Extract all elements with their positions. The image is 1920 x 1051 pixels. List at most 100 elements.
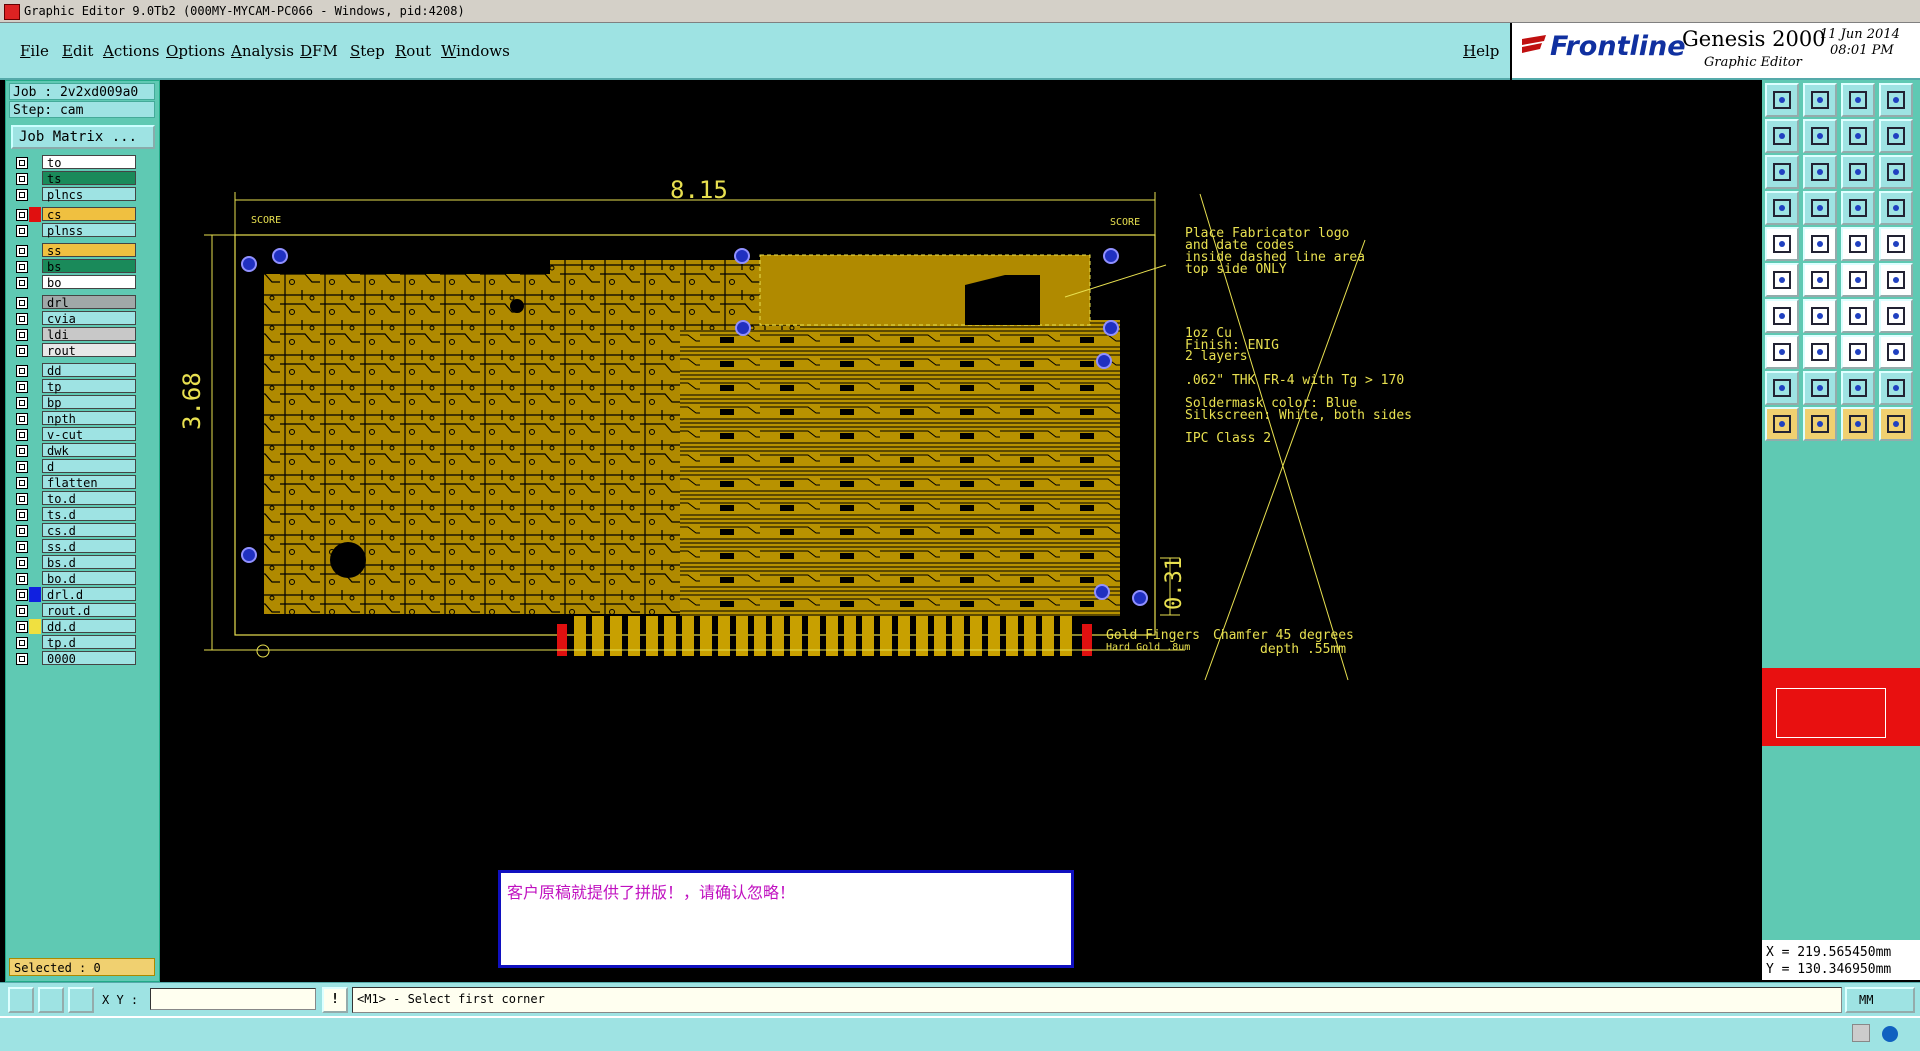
layer-checkbox[interactable] xyxy=(16,245,28,257)
layer-name[interactable]: 0000 xyxy=(42,651,136,666)
polygon-icon[interactable] xyxy=(1765,371,1799,405)
layer-checkbox[interactable] xyxy=(16,397,28,409)
rotate-icon[interactable] xyxy=(1841,407,1875,441)
layer-checkbox[interactable] xyxy=(16,381,28,393)
layer-checkbox[interactable] xyxy=(16,589,28,601)
job-matrix-button[interactable]: Job Matrix ... xyxy=(11,125,155,149)
window-icon[interactable] xyxy=(1879,83,1913,117)
layer-checkbox[interactable] xyxy=(16,157,28,169)
delete-icon[interactable] xyxy=(1803,263,1837,297)
layer-row-to[interactable]: to xyxy=(12,155,136,171)
layer-name[interactable]: flatten xyxy=(42,475,136,490)
layer-row-plncs[interactable]: plncs xyxy=(12,187,136,203)
point-icon[interactable] xyxy=(1765,335,1799,369)
grid-icon[interactable] xyxy=(68,987,94,1013)
layer-name[interactable]: bo.d xyxy=(42,571,136,586)
grid-icon[interactable] xyxy=(1803,191,1837,225)
menu-edit[interactable]: Edit xyxy=(62,42,94,60)
layer-row-drl[interactable]: drl xyxy=(12,295,136,311)
layer-name[interactable]: v-cut xyxy=(42,427,136,442)
layer-row-tp-d[interactable]: tp.d xyxy=(12,635,136,651)
layer-checkbox[interactable] xyxy=(16,209,28,221)
layer-checkbox[interactable] xyxy=(16,173,28,185)
keyboard-icon[interactable] xyxy=(1852,1024,1870,1042)
layer-name[interactable]: cvia xyxy=(42,311,136,326)
cut-icon[interactable] xyxy=(1803,227,1837,261)
layer-checkbox[interactable] xyxy=(16,525,28,537)
layer-checkbox[interactable] xyxy=(16,477,28,489)
layer-row-d[interactable]: d xyxy=(12,459,136,475)
snap-icon[interactable] xyxy=(1765,191,1799,225)
route-multi-icon[interactable] xyxy=(1879,191,1913,225)
layer-row-npth[interactable]: npth xyxy=(12,411,136,427)
layer-row-v-cut[interactable]: v-cut xyxy=(12,427,136,443)
layer-row-rout[interactable]: rout xyxy=(12,343,136,359)
export-icon[interactable] xyxy=(1803,83,1837,117)
move-icon[interactable] xyxy=(1841,335,1875,369)
menu-actions[interactable]: Actions xyxy=(103,42,160,60)
layer-checkbox[interactable] xyxy=(16,557,28,569)
pad-icon[interactable] xyxy=(1879,371,1913,405)
route-icon[interactable] xyxy=(1841,191,1875,225)
arrow-icon[interactable] xyxy=(1841,371,1875,405)
menu-step[interactable]: Step xyxy=(350,42,385,60)
layer-checkbox[interactable] xyxy=(16,541,28,553)
layer-checkbox[interactable] xyxy=(16,573,28,585)
prev-step-icon[interactable] xyxy=(1765,119,1799,153)
one-to-one-icon[interactable] xyxy=(1841,155,1875,189)
layer-row-bs[interactable]: bs xyxy=(12,259,136,275)
layer-checkbox[interactable] xyxy=(16,329,28,341)
zoom-icon[interactable] xyxy=(1803,155,1837,189)
layer-checkbox[interactable] xyxy=(16,461,28,473)
menu-analysis[interactable]: Analysis xyxy=(231,42,294,60)
help-icon[interactable] xyxy=(1881,1026,1898,1042)
menu-rout[interactable]: Rout xyxy=(395,42,432,60)
split-icon[interactable] xyxy=(1841,119,1875,153)
import-icon[interactable] xyxy=(1765,83,1799,117)
layer-name[interactable]: to.d xyxy=(42,491,136,506)
next-step-icon[interactable] xyxy=(1803,119,1837,153)
snap-grid-icon[interactable] xyxy=(1879,407,1913,441)
layer-row-0000[interactable]: 0000 xyxy=(12,651,136,667)
layer-name[interactable]: plnss xyxy=(42,223,136,238)
layout-icon[interactable] xyxy=(1879,119,1913,153)
segment-icon[interactable] xyxy=(1803,335,1837,369)
measure-icon[interactable] xyxy=(38,987,64,1013)
overview-panel[interactable] xyxy=(1762,668,1920,746)
layer-name[interactable]: plncs xyxy=(42,187,136,202)
alert-icon[interactable]: ! xyxy=(322,987,348,1013)
connect-icon[interactable] xyxy=(1765,263,1799,297)
layer-row-ldi[interactable]: ldi xyxy=(12,327,136,343)
layer-name[interactable]: drl.d xyxy=(42,587,136,602)
menu-windows[interactable]: Windows xyxy=(441,42,510,60)
join-icon[interactable] xyxy=(1841,263,1875,297)
select-icon[interactable] xyxy=(1765,227,1799,261)
layer-name[interactable]: bp xyxy=(42,395,136,410)
layer-checkbox[interactable] xyxy=(16,509,28,521)
copy-icon[interactable] xyxy=(1879,335,1913,369)
layer-checkbox[interactable] xyxy=(16,345,28,357)
layer-name[interactable]: cs xyxy=(42,207,136,222)
layer-row-cvia[interactable]: cvia xyxy=(12,311,136,327)
layer-row-drl-d[interactable]: drl.d xyxy=(12,587,136,603)
pick-icon[interactable] xyxy=(1803,407,1837,441)
layer-row-ts-d[interactable]: ts.d xyxy=(12,507,136,523)
layer-name[interactable]: d xyxy=(42,459,136,474)
split-line-icon[interactable] xyxy=(1879,263,1913,297)
layer-row-cs-d[interactable]: cs.d xyxy=(12,523,136,539)
layer-row-to-d[interactable]: to.d xyxy=(12,491,136,507)
layer-checkbox[interactable] xyxy=(16,653,28,665)
pointer-icon[interactable] xyxy=(1765,407,1799,441)
layer-name[interactable]: rout.d xyxy=(42,603,136,618)
layer-name[interactable]: to xyxy=(42,155,136,170)
layer-name[interactable]: ldi xyxy=(42,327,136,342)
layer-row-dd-d[interactable]: dd.d xyxy=(12,619,136,635)
layer-checkbox[interactable] xyxy=(16,637,28,649)
layer-name[interactable]: rout xyxy=(42,343,136,358)
fillet-icon[interactable] xyxy=(1879,299,1913,333)
layer-name[interactable]: drl xyxy=(42,295,136,310)
layer-name[interactable]: dd.d xyxy=(42,619,136,634)
layer-checkbox[interactable] xyxy=(16,445,28,457)
layer-row-dwk[interactable]: dwk xyxy=(12,443,136,459)
help-icon[interactable] xyxy=(1879,155,1913,189)
